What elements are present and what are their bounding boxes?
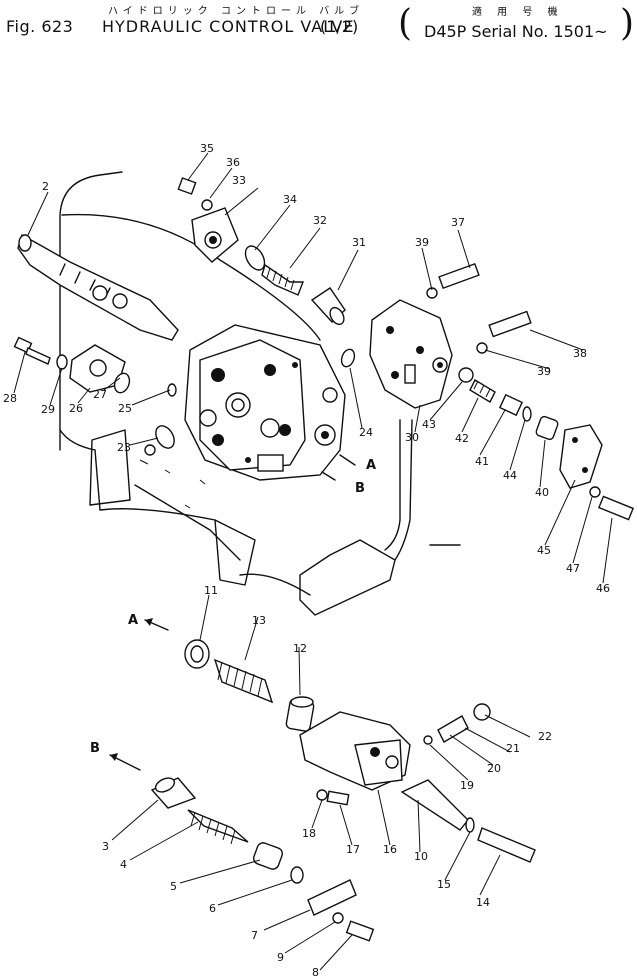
callout-5: 5 bbox=[170, 880, 177, 893]
callout-23: 23 bbox=[117, 441, 131, 454]
callout-8: 8 bbox=[312, 966, 319, 978]
view-label-a: A bbox=[128, 613, 138, 628]
callout-44: 44 bbox=[503, 469, 517, 482]
callout-17: 17 bbox=[346, 843, 360, 856]
callout-14: 14 bbox=[476, 896, 490, 909]
view-label-a: A bbox=[366, 458, 376, 473]
callout-4: 4 bbox=[120, 858, 127, 871]
serial-bracket-right: ) bbox=[620, 3, 635, 44]
callout-3: 3 bbox=[102, 840, 109, 853]
callout-29: 29 bbox=[41, 403, 55, 416]
callout-26: 26 bbox=[69, 402, 83, 415]
callout-35: 35 bbox=[200, 142, 214, 155]
callout-47: 47 bbox=[566, 562, 580, 575]
upper-relief-parts bbox=[177, 177, 346, 326]
callout-19: 19 bbox=[460, 779, 474, 792]
right-cover-assembly bbox=[369, 262, 532, 409]
callout-28: 28 bbox=[3, 392, 17, 405]
callout-24: 24 bbox=[359, 426, 373, 439]
left-flange-parts bbox=[13, 336, 356, 456]
callout-42: 42 bbox=[455, 432, 469, 445]
view-label-b: B bbox=[355, 481, 365, 496]
callout-25: 25 bbox=[118, 402, 132, 415]
main-valve-body bbox=[184, 324, 346, 481]
callout-9: 9 bbox=[277, 951, 284, 964]
view-label-b: B bbox=[90, 741, 100, 756]
callout-16: 16 bbox=[383, 843, 397, 856]
callout-21: 21 bbox=[506, 742, 520, 755]
sheet-indicator: (1/2) bbox=[320, 17, 359, 36]
leader-lines bbox=[13, 152, 613, 971]
lower-spool-parts bbox=[184, 639, 315, 732]
callout-13: 13 bbox=[252, 614, 266, 627]
callout-12: 12 bbox=[293, 642, 307, 655]
japanese-title: ハイドロリック コントロール バルブ bbox=[108, 6, 365, 17]
callout-10: 10 bbox=[414, 850, 428, 863]
figure-number: Fig. 623 bbox=[6, 17, 74, 36]
callout-33: 33 bbox=[232, 174, 246, 187]
callout-46: 46 bbox=[596, 582, 610, 595]
callout-7: 7 bbox=[251, 929, 258, 942]
callout-40: 40 bbox=[535, 486, 549, 499]
callout-2: 2 bbox=[42, 180, 49, 193]
serial-range: D45P Serial No. 1501~ bbox=[424, 22, 608, 41]
spool-assembly bbox=[17, 233, 179, 341]
callout-41: 41 bbox=[475, 455, 489, 468]
callout-11: 11 bbox=[204, 584, 218, 597]
japanese-serial-heading: 適 用 号 機 bbox=[472, 7, 564, 18]
callout-34: 34 bbox=[283, 193, 297, 206]
callout-22: 22 bbox=[538, 730, 552, 743]
callout-36: 36 bbox=[226, 156, 240, 169]
callout-15: 15 bbox=[437, 878, 451, 891]
callout-31: 31 bbox=[352, 236, 366, 249]
bottom-left-parts bbox=[150, 777, 375, 942]
callout-6: 6 bbox=[209, 902, 216, 915]
callout-37: 37 bbox=[451, 216, 465, 229]
callout-18: 18 bbox=[302, 827, 316, 840]
lower-body-parts bbox=[299, 703, 536, 863]
callout-39: 39 bbox=[537, 365, 551, 378]
callout-45: 45 bbox=[537, 544, 551, 557]
serial-bracket-left: ( bbox=[398, 3, 413, 44]
callout-20: 20 bbox=[487, 762, 501, 775]
callout-39: 39 bbox=[415, 236, 429, 249]
tractor-body-outline bbox=[59, 171, 461, 616]
diagram-title: HYDRAULIC CONTROL VALVE bbox=[102, 17, 355, 36]
callout-43: 43 bbox=[422, 418, 436, 431]
callout-27: 27 bbox=[93, 388, 107, 401]
callout-30: 30 bbox=[405, 431, 419, 444]
callout-32: 32 bbox=[313, 214, 327, 227]
view-arrows bbox=[109, 454, 356, 771]
right-side-parts bbox=[469, 379, 634, 521]
callout-38: 38 bbox=[573, 347, 587, 360]
